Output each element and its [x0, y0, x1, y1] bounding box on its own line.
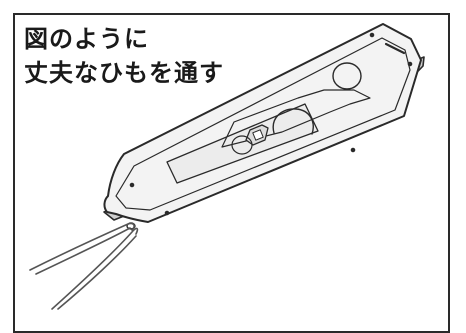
string-cord — [29, 222, 139, 310]
top-slot — [384, 42, 406, 55]
remote-body — [103, 23, 425, 230]
screw-mid-left — [129, 182, 135, 188]
remote-control-illustration — [29, 23, 425, 310]
cord-strand-2 — [35, 227, 131, 275]
recessed-panel — [166, 103, 319, 184]
instruction-line-2: 丈夫なひもを通す — [24, 59, 224, 87]
cord-strand-1 — [29, 222, 135, 271]
screw-top-left — [369, 32, 375, 38]
arched-recess — [272, 108, 314, 135]
cord-strand-3 — [51, 227, 139, 310]
screw-bottom-right — [350, 147, 356, 153]
cord-strand-4 — [57, 235, 137, 310]
round-recess-top — [332, 62, 362, 90]
instruction-text: 図のように 丈夫なひもを通す — [24, 22, 224, 90]
back-cover-outline — [115, 37, 411, 211]
screw-top-right — [407, 61, 413, 67]
screw-mid — [164, 210, 170, 216]
battery-cover — [221, 89, 371, 148]
round-recess-small — [231, 135, 253, 155]
instruction-line-1: 図のように — [24, 25, 149, 53]
